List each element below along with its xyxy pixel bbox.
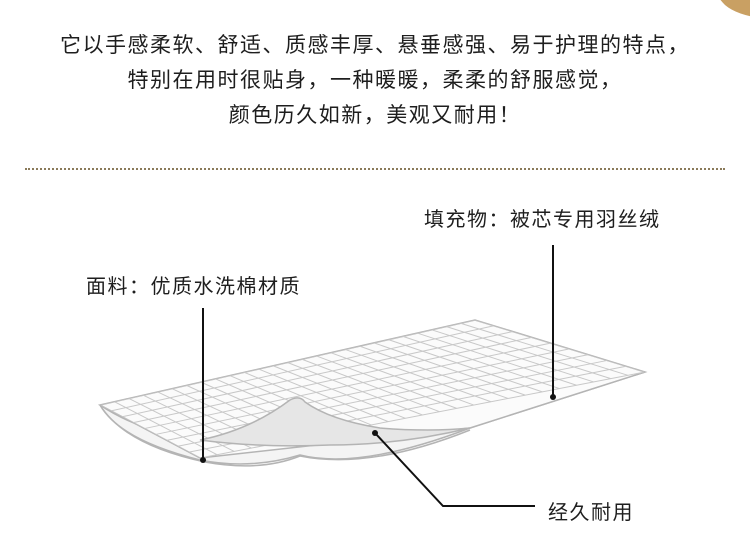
callout-filling: 填充物：被芯专用羽丝绒 (424, 207, 661, 231)
grid-line (244, 371, 372, 426)
grid-line (345, 348, 492, 403)
grid-line (122, 331, 513, 418)
durable-leader-line (374, 432, 535, 507)
grid-line (166, 354, 589, 441)
intro-line-1: 它以手感柔软、舒适、质感丰厚、悬垂感强、易于护理的特点， (60, 33, 690, 57)
durable-leader-dot (372, 430, 378, 436)
grid-line (114, 401, 218, 456)
intro-line-3: 颜色历久如新，美观又耐用！ (228, 103, 522, 127)
quilt-edge-curve (99, 404, 471, 467)
dotted-separator (25, 168, 725, 170)
grid-line (388, 339, 543, 393)
grid-line (431, 329, 594, 383)
callout-fabric: 面料：优质水洗棉材质 (86, 274, 301, 298)
grid-line (272, 365, 406, 419)
grid-line (111, 325, 494, 412)
fabric-leader-dot (200, 457, 206, 463)
wood-corner-decoration (720, 0, 750, 17)
filling-layer (199, 397, 471, 447)
grid-line (359, 345, 509, 399)
grid-line (417, 332, 577, 386)
grid-line (402, 335, 560, 390)
grid-line (373, 342, 526, 396)
grid-line (155, 348, 570, 435)
grid-line (133, 336, 532, 424)
grid-line (330, 352, 475, 406)
intro-line-2: 特别在用时很贴身，一种暖暖，柔柔的舒服感觉， (127, 68, 623, 92)
grid-line (446, 326, 611, 380)
callout-durable: 经久耐用 (548, 500, 634, 524)
filling-leader-dot (550, 394, 556, 400)
grid-line (258, 368, 389, 423)
grid-line (460, 322, 629, 376)
grid-line (287, 362, 423, 416)
intro-text: 它以手感柔软、舒适、质感丰厚、悬垂感强、易于护理的特点， 特别在用时很贴身，一种… (0, 28, 750, 133)
grid-line (144, 342, 551, 430)
grid-line (316, 355, 457, 409)
grid-line (301, 358, 440, 413)
